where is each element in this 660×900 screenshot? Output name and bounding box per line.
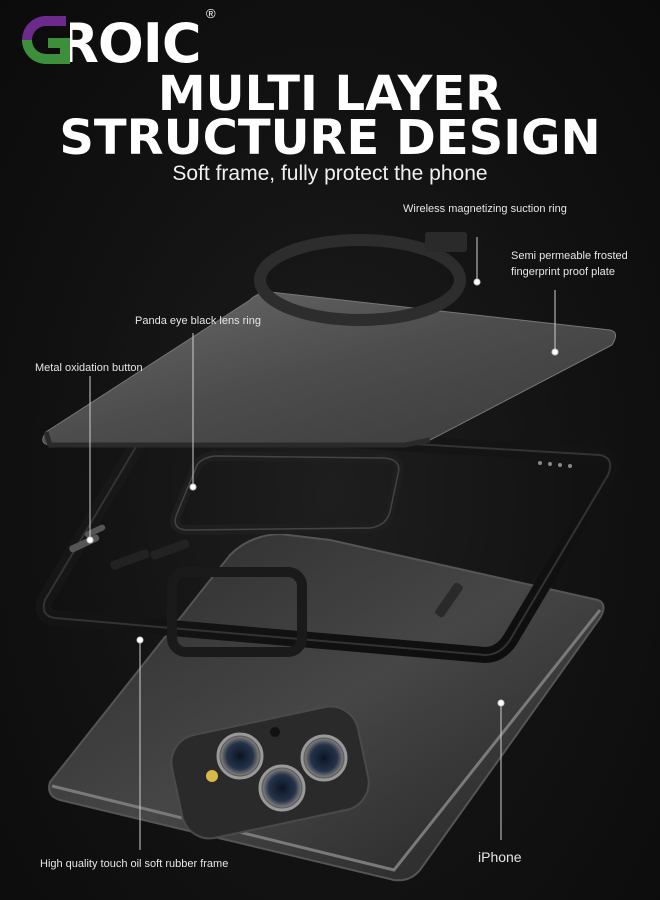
lens-ring — [170, 450, 404, 536]
subtitle: Soft frame, fully protect the phone — [172, 162, 488, 185]
logo-wordmark: GROIC — [14, 12, 202, 75]
brand-logo: GROIC — [14, 8, 224, 70]
registered-mark: ® — [206, 6, 216, 21]
headline-line-1: MULTI LAYER — [157, 66, 503, 122]
headline-line-2: STRUCTURE DESIGN — [59, 110, 601, 166]
frosted-plate — [42, 291, 616, 448]
camera-lens-2 — [300, 734, 348, 782]
camera-lens-1 — [216, 732, 264, 780]
callout-iphone: iPhone — [478, 849, 522, 865]
magnetic-ring — [254, 232, 467, 326]
callout-rubber-frame: High quality touch oil soft rubber frame — [40, 858, 229, 870]
callout-frosted-plate-line-1: Semi permeable frosted — [511, 250, 628, 262]
callout-magnet-ring: Wireless magnetizing suction ring — [403, 203, 567, 215]
callout-metal-button: Metal oxidation button — [35, 362, 143, 374]
callout-lens-ring: Panda eye black lens ring — [135, 315, 261, 327]
flash — [206, 770, 218, 782]
camera-lens-3 — [258, 764, 306, 812]
callout-frosted-plate-line-2: fingerprint proof plate — [511, 266, 615, 278]
iphone-body — [48, 532, 605, 882]
